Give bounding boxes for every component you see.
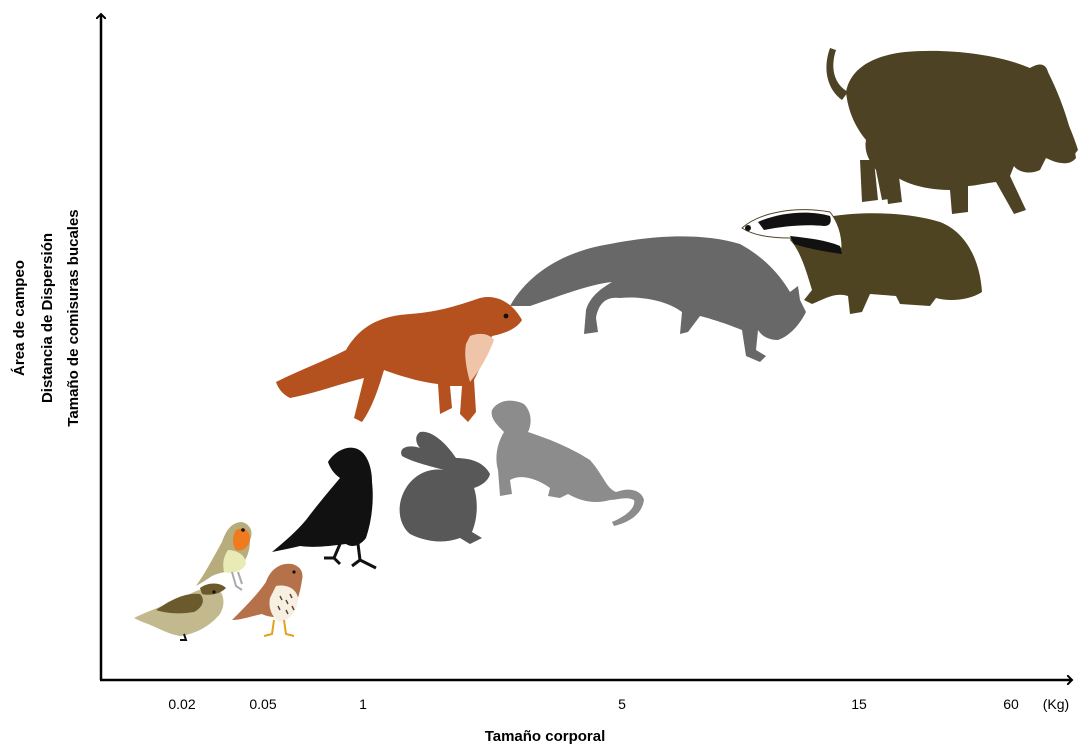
y-axis-title: Área de campeo Distancia de Dispersión T… <box>11 209 82 426</box>
x-tick-label: 5 <box>618 696 626 712</box>
ferret-icon <box>491 400 644 526</box>
rabbit-icon <box>399 431 490 544</box>
x-axis-unit: (Kg) <box>1043 696 1069 712</box>
crow-icon <box>272 447 377 570</box>
robin-icon <box>196 522 252 591</box>
thrush-icon <box>232 563 303 637</box>
boar-icon <box>826 48 1078 214</box>
x-tick-label: 0.02 <box>168 696 195 712</box>
x-tick-label: 1 <box>359 696 367 712</box>
x-axis-title: Tamaño corporal <box>485 728 606 745</box>
x-tick-label: 15 <box>851 696 867 712</box>
y-label-home-range: Área de campeo <box>11 260 28 376</box>
sparrow-icon <box>134 583 226 641</box>
marten-icon <box>276 296 522 422</box>
y-label-dispersal-distance: Distancia de Dispersión <box>39 233 56 403</box>
badger-icon <box>741 209 982 314</box>
fox-icon <box>510 236 806 362</box>
x-tick-label: 0.05 <box>249 696 276 712</box>
x-tick-label: 60 <box>1003 696 1019 712</box>
y-label-gape-size: Tamaño de comisuras bucales <box>65 209 82 426</box>
